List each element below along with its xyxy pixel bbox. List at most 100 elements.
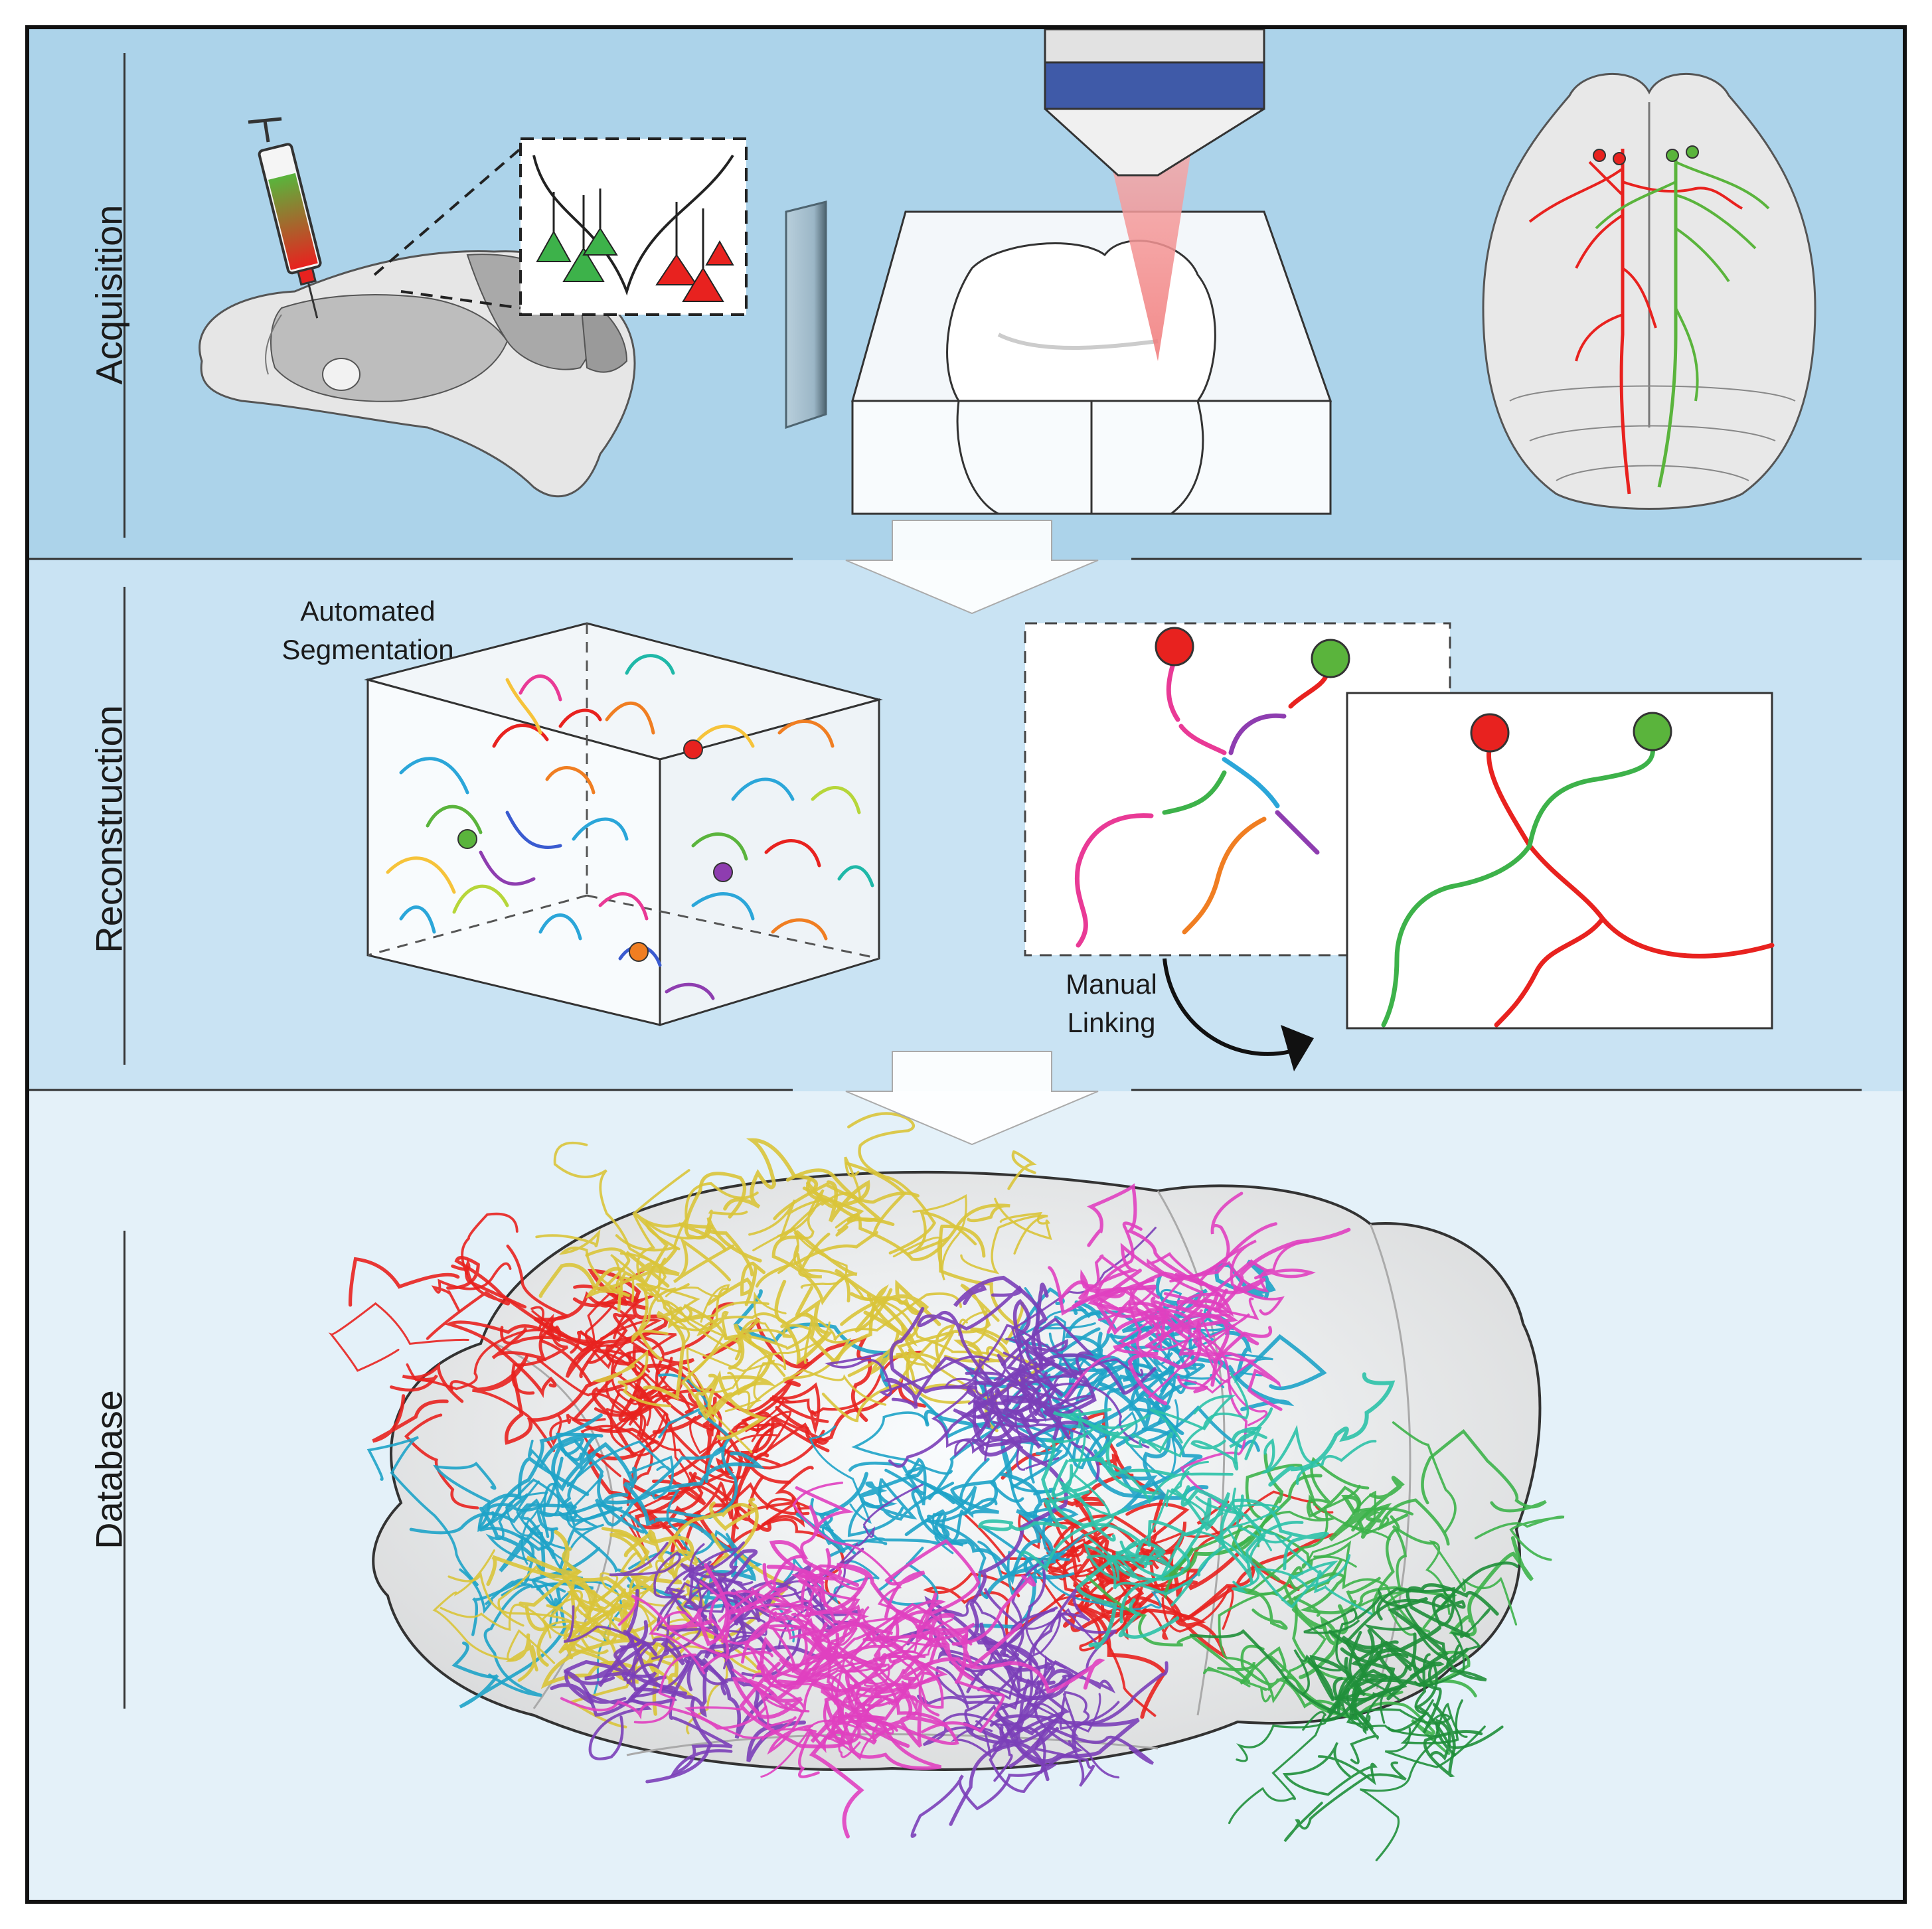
neuron-trace [1093,1432,1171,1515]
neuron-trace [648,1593,793,1675]
neuron-trace [760,1634,910,1748]
neuron-trace [1118,1598,1180,1639]
neuron-trace [1376,1586,1466,1627]
neuron-trace [673,1237,734,1284]
neuron-trace [689,1396,796,1454]
neuron-trace [505,1370,623,1445]
neuron-trace [748,1198,827,1242]
neuron-trace [771,1230,858,1306]
neuron-trace [1384,1725,1486,1768]
neuron-trace [1190,1439,1239,1471]
neuron-trace [328,1302,469,1372]
neuron-trace [937,1650,1030,1703]
neuron-trace [1309,1647,1396,1723]
neuron-trace [984,1588,1024,1666]
neuron-trace [366,1436,479,1586]
neuron-trace [404,1413,479,1509]
neuron-trace [348,1257,460,1307]
neuron-trace [1228,1711,1327,1825]
neuron-trace [805,1292,962,1342]
neuron-trace [1195,1496,1292,1544]
neuron-trace [372,1394,449,1443]
neuron-trace [1356,1588,1487,1681]
neuron-trace [1024,1608,1099,1669]
neuron-trace [615,1182,759,1252]
neuron-trace [600,1451,765,1505]
neuron-trace [1429,1719,1456,1761]
neuron-trace [390,1362,464,1403]
manual-linking-arrow [1163,958,1291,1056]
neuron-trace [631,1283,690,1344]
neuron-trace [657,1501,757,1560]
neuron-trace [566,1440,673,1488]
neuron-trace [992,1353,1091,1440]
neuron-trace [556,1439,620,1522]
neuron-trace [999,1569,1113,1618]
neuron-trace [1425,1540,1518,1626]
neuron-trace [1153,1330,1295,1412]
neuron-trace [656,1543,727,1631]
neuron-trace [896,1671,944,1717]
neuron-trace [769,1350,923,1415]
neuron-trace [1056,1538,1171,1588]
neuron-trace [631,1652,729,1698]
neuron-trace [1001,1640,1041,1693]
neuron-trace [1313,1540,1431,1633]
neuron-trace [1421,1429,1547,1513]
neuron-trace [720,1410,792,1462]
acquisition-divider-line [123,53,125,538]
neuron-trace [623,1625,688,1666]
neuron-trace [667,1563,730,1646]
segmentation-cube [364,622,883,1027]
neuron-trace [1413,1632,1481,1687]
neuron-trace [694,1323,773,1421]
neuron-trace [497,1565,592,1627]
neuron-trace [977,1587,1091,1672]
neuron-trace [539,1434,635,1492]
neuron-trace [872,1651,948,1689]
neuron-trace [835,1213,858,1237]
neuron-trace [528,1439,598,1528]
neuron-trace [618,1363,695,1423]
neuron-trace [461,1212,519,1275]
neuron-trace [1249,1534,1339,1609]
neuron-trace [1180,1485,1244,1520]
neuron-trace [739,1661,845,1748]
neuron-trace [766,1540,860,1587]
neuron-trace [631,1417,739,1530]
neuron-trace [1131,1372,1249,1458]
neuron-trace [1199,1309,1268,1427]
neuron-trace [889,1306,978,1394]
neuron-trace [479,1511,554,1551]
neuron-trace [994,1197,1052,1241]
neuron-trace [765,1484,924,1598]
neuron-trace [1257,1494,1390,1547]
neuron-trace [536,1503,653,1541]
neuron-trace [1214,1227,1351,1313]
neuron-trace [1119,1498,1212,1624]
neuron-trace [804,1608,927,1703]
neuron-trace [540,1638,679,1693]
neuron-trace [831,1602,973,1663]
neuron-trace [953,1387,1028,1438]
neuron-trace [1341,1635,1469,1687]
database-divider-line [123,1231,125,1709]
neuron-trace [451,1588,567,1709]
neuron-trace [1127,1322,1202,1405]
neuron-trace [440,1603,552,1639]
neuron-trace [1129,1326,1198,1438]
neuron-trace [1214,1259,1276,1300]
neuron-trace [809,1425,872,1524]
microscope-block [785,29,1332,515]
objective-lens [1044,61,1265,110]
neuron-trace [534,1291,617,1339]
neuron-trace [1084,1543,1194,1606]
neuron-trace [553,1141,669,1271]
neuron-trace [623,1466,756,1582]
neuron-trace [829,1671,959,1746]
neuron-trace [1097,1278,1184,1328]
figure-frame: Acquisition [25,25,1907,1904]
neuron-trace [1378,1498,1450,1546]
dorsal-brain [1482,73,1816,510]
neuron-trace [486,1555,635,1640]
